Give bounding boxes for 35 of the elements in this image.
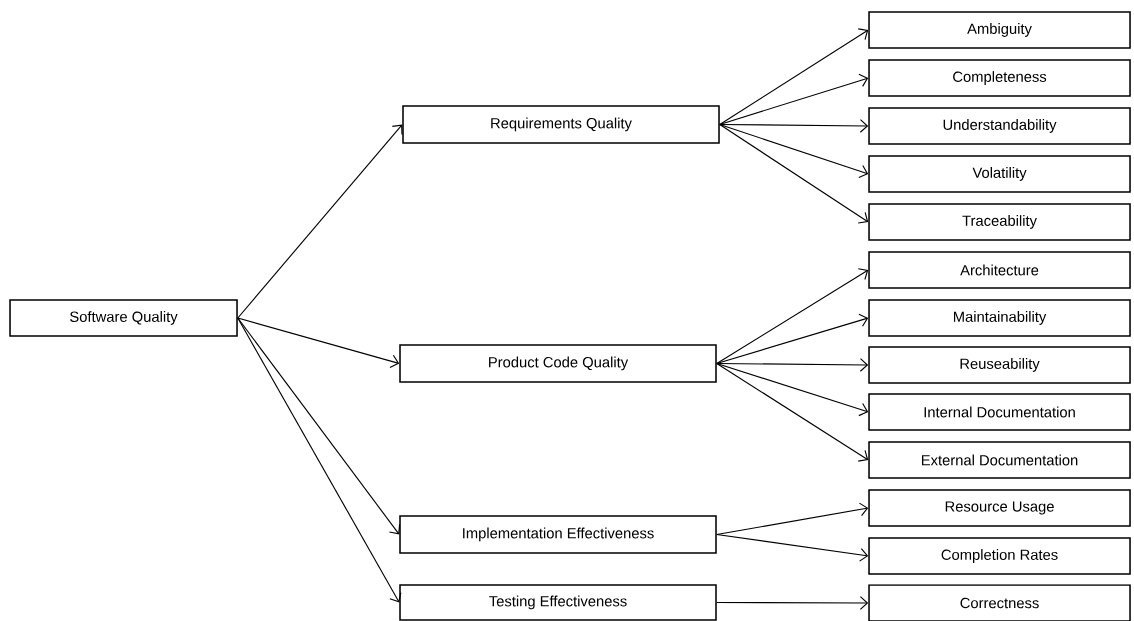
category-box: Resource Usage — [868, 489, 1131, 527]
category-box: Internal Documentation — [868, 393, 1131, 431]
category-box: Software Quality — [9, 299, 238, 337]
arrow — [716, 596, 869, 610]
arrow — [716, 362, 869, 417]
category-box: Volatility — [868, 155, 1131, 193]
category-box: Completeness — [868, 59, 1131, 97]
category-box: Product Code Quality — [399, 344, 717, 383]
arrow — [716, 362, 869, 462]
arrow — [237, 317, 401, 535]
arrow — [237, 317, 402, 603]
arrow — [719, 28, 869, 126]
category-box: Completion Rates — [868, 537, 1131, 575]
arrow — [719, 123, 869, 179]
category-box: Reuseability — [868, 346, 1131, 384]
arrow — [719, 123, 869, 224]
category-box: Understandability — [868, 107, 1131, 145]
category-box: Testing Effectiveness — [399, 584, 717, 621]
arrow — [719, 73, 869, 126]
arrow — [716, 502, 869, 536]
category-box: Implementation Effectiveness — [399, 515, 717, 554]
arrow — [716, 358, 869, 372]
category-box: Traceability — [868, 203, 1131, 241]
category-box: Ambiguity — [868, 11, 1131, 49]
arrow — [716, 313, 869, 365]
category-box: Maintainability — [868, 299, 1131, 337]
category-box: Architecture — [868, 251, 1131, 289]
category-box: Requirements Quality — [402, 105, 720, 144]
category-box: Correctness — [868, 584, 1131, 621]
arrow — [237, 317, 400, 368]
arrow — [719, 119, 869, 133]
arrow — [237, 124, 403, 319]
category-box: External Documentation — [868, 441, 1131, 479]
arrow — [716, 268, 869, 365]
arrow — [716, 533, 869, 562]
